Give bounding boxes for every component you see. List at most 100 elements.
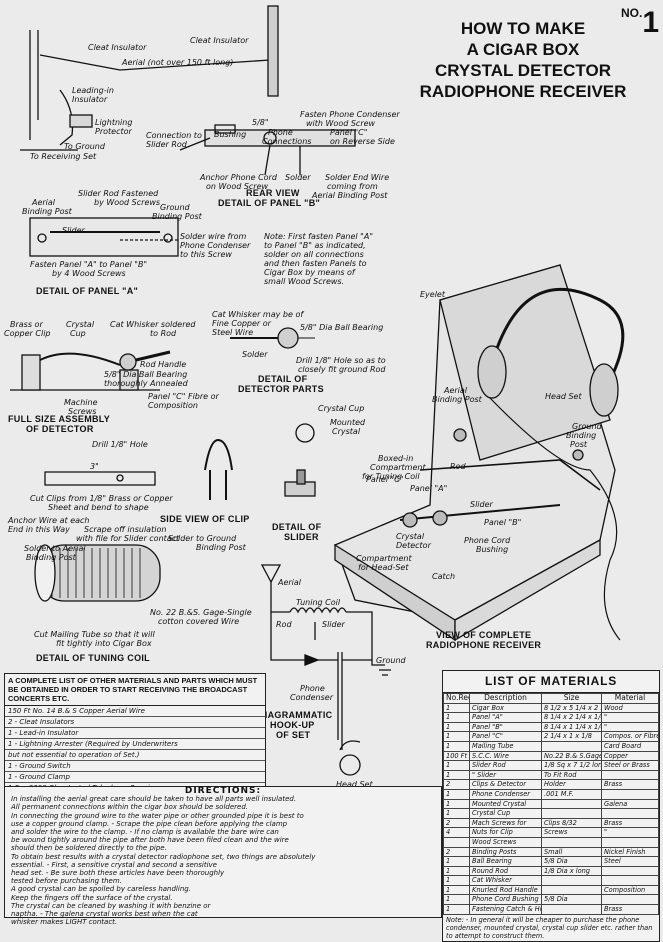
note-line: solder on all connections [264,250,364,259]
materials-list: LIST OF MATERIALS No.Req. Description Si… [442,670,660,942]
table-cell: 8 1/2 x 5 1/4 x 2 1/2 [541,702,602,714]
table-cell: Crystal Cup [469,808,542,819]
table-cell: Copper [601,750,659,762]
label-head-set: Head Set [545,392,582,401]
label-c-ground: Ground [572,422,602,431]
label-ground-a: Ground [160,203,190,212]
label-c-panel-b: Panel "B" [484,518,522,527]
table-cell: 1 [443,865,470,877]
label-mounted: Mounted [330,418,366,427]
table-cell: Compos. or Fibre [601,731,659,742]
table-cell: Binding Posts [469,846,542,858]
label-by-4: by 4 Wood Screws [52,269,126,278]
table-cell: Round Rod [469,865,542,877]
label-closely: closely fit ground Rod [298,365,386,374]
label-h-cond-1: Phone [300,684,325,693]
label-c-rod: Rod [450,462,466,471]
label-c-for-head: for Head-Set [358,563,409,572]
table-cell: Clips & Detector [469,779,542,790]
label-h-aerial: Aerial [278,578,302,587]
table-cell [601,875,659,886]
label-clip-sheet: Sheet and bend to shape [48,503,149,512]
label-file: with file for Slider contact [76,534,180,543]
table-cell: 1/8 Dia x long [541,865,602,877]
table-cell: No.22 B.& S.Gage [541,750,602,762]
label-composition: Composition [148,401,198,410]
table-cell: Brass [601,817,659,829]
label-to-ground: To Ground [64,142,105,151]
table-cell: 1 [443,702,470,714]
table-cell: Panel "C" [469,731,542,742]
table-cell: 1 [443,788,470,800]
table-cell [601,894,659,906]
table-cell: Clips 8/32 [541,817,602,829]
label-fasten-condenser: Fasten Phone Condenser [300,110,400,119]
table-row: Wood Screws [443,836,659,848]
materials-table: No.Req. Description Size Material 1Cigar… [443,693,659,915]
table-cell: 1 [443,712,470,723]
note-line: and then fasten Panels to [264,259,367,268]
caption-detail-b: DETAIL OF PANEL "B" [218,198,321,208]
label-slider-fastened: Slider Rod Fastened [78,189,159,198]
label-fasten-ab: Fasten Panel "A" to Panel "B" [30,260,148,269]
label-drill: Drill 1/8" Hole so as to [296,356,386,365]
table-cell: Panel "A" [469,712,542,723]
table-cell: " [601,721,659,733]
table-cell [541,884,602,896]
label-to-rod: to Rod [150,329,177,338]
list-item: but not essential to operation of Set.) [5,750,265,761]
caption-detail-slider-2: SLIDER [284,532,319,542]
number-prefix: NO. [620,6,643,20]
table-cell: Card Board [601,740,659,752]
table-cell: Fastening Catch & Hook [469,904,542,915]
label-annealed: thoroughly Annealed [104,379,188,388]
label-c-post: Post [570,440,588,449]
caption-tuning-coil: DETAIL OF TUNING COIL [36,653,150,663]
table-cell: To Fit Rod [541,769,602,781]
table-cell: " [601,827,659,838]
table-cell: 2 1/4 x 1 x 1/8 [541,731,602,742]
label-solder-wire: Solder wire from [180,232,247,241]
label-wire-2: cotton covered Wire [158,617,240,626]
label-lightning: Lightning [95,118,133,127]
label-solder-ground: Solder to Ground [168,534,237,543]
table-cell: 1 [443,769,470,781]
directions-line: All permanent connections within the cig… [11,803,248,812]
label-cut-1: Cut Mailing Tube so that it will [34,630,155,639]
page-title: HOW TO MAKE A CIGAR BOX CRYSTAL DETECTOR… [403,18,643,102]
table-cell: Nickel Finish [601,846,659,858]
label-slider-a: Slider [62,226,85,235]
label-cut-2: fit tightly into Cigar Box [56,639,152,648]
label-panel-c: Panel "C" [330,128,368,137]
label-bushing: Bushing [214,130,247,139]
label-protector: Protector [95,127,132,136]
label-crystal-cup: Crystal Cup [318,404,365,413]
table-cell [601,808,659,819]
note-line: Note: First fasten Panel "A" [264,232,374,241]
label-c-boxed: Boxed-in [378,454,414,463]
table-cell: 1/8 Sq x 7 1/2 long [541,760,602,771]
directions-line: and solder the wire to the clamp. - If n… [11,828,279,837]
label-anchor: Anchor Phone Cord [200,173,277,182]
caption-hookup-2: HOOK-UP [270,720,315,730]
table-cell: 2 [443,817,470,829]
table-header-row: No.Req. Description Size Material [443,693,659,704]
caption-of-detector: OF DETECTOR [26,424,94,434]
label-h-tuning: Tuning Coil [296,598,341,607]
list-item: 150 Ft No. 14 B.& S Copper Aerial Wire [5,706,265,717]
table-cell: " [601,712,659,723]
table-cell [601,865,659,877]
directions-line: naptha. - The galena crystal works best … [11,910,198,919]
label-phone-cond: Phone Condenser [180,241,251,250]
directions-line: tested before purchasing them. [11,877,122,886]
label-leadin: Leading-in [72,86,114,95]
